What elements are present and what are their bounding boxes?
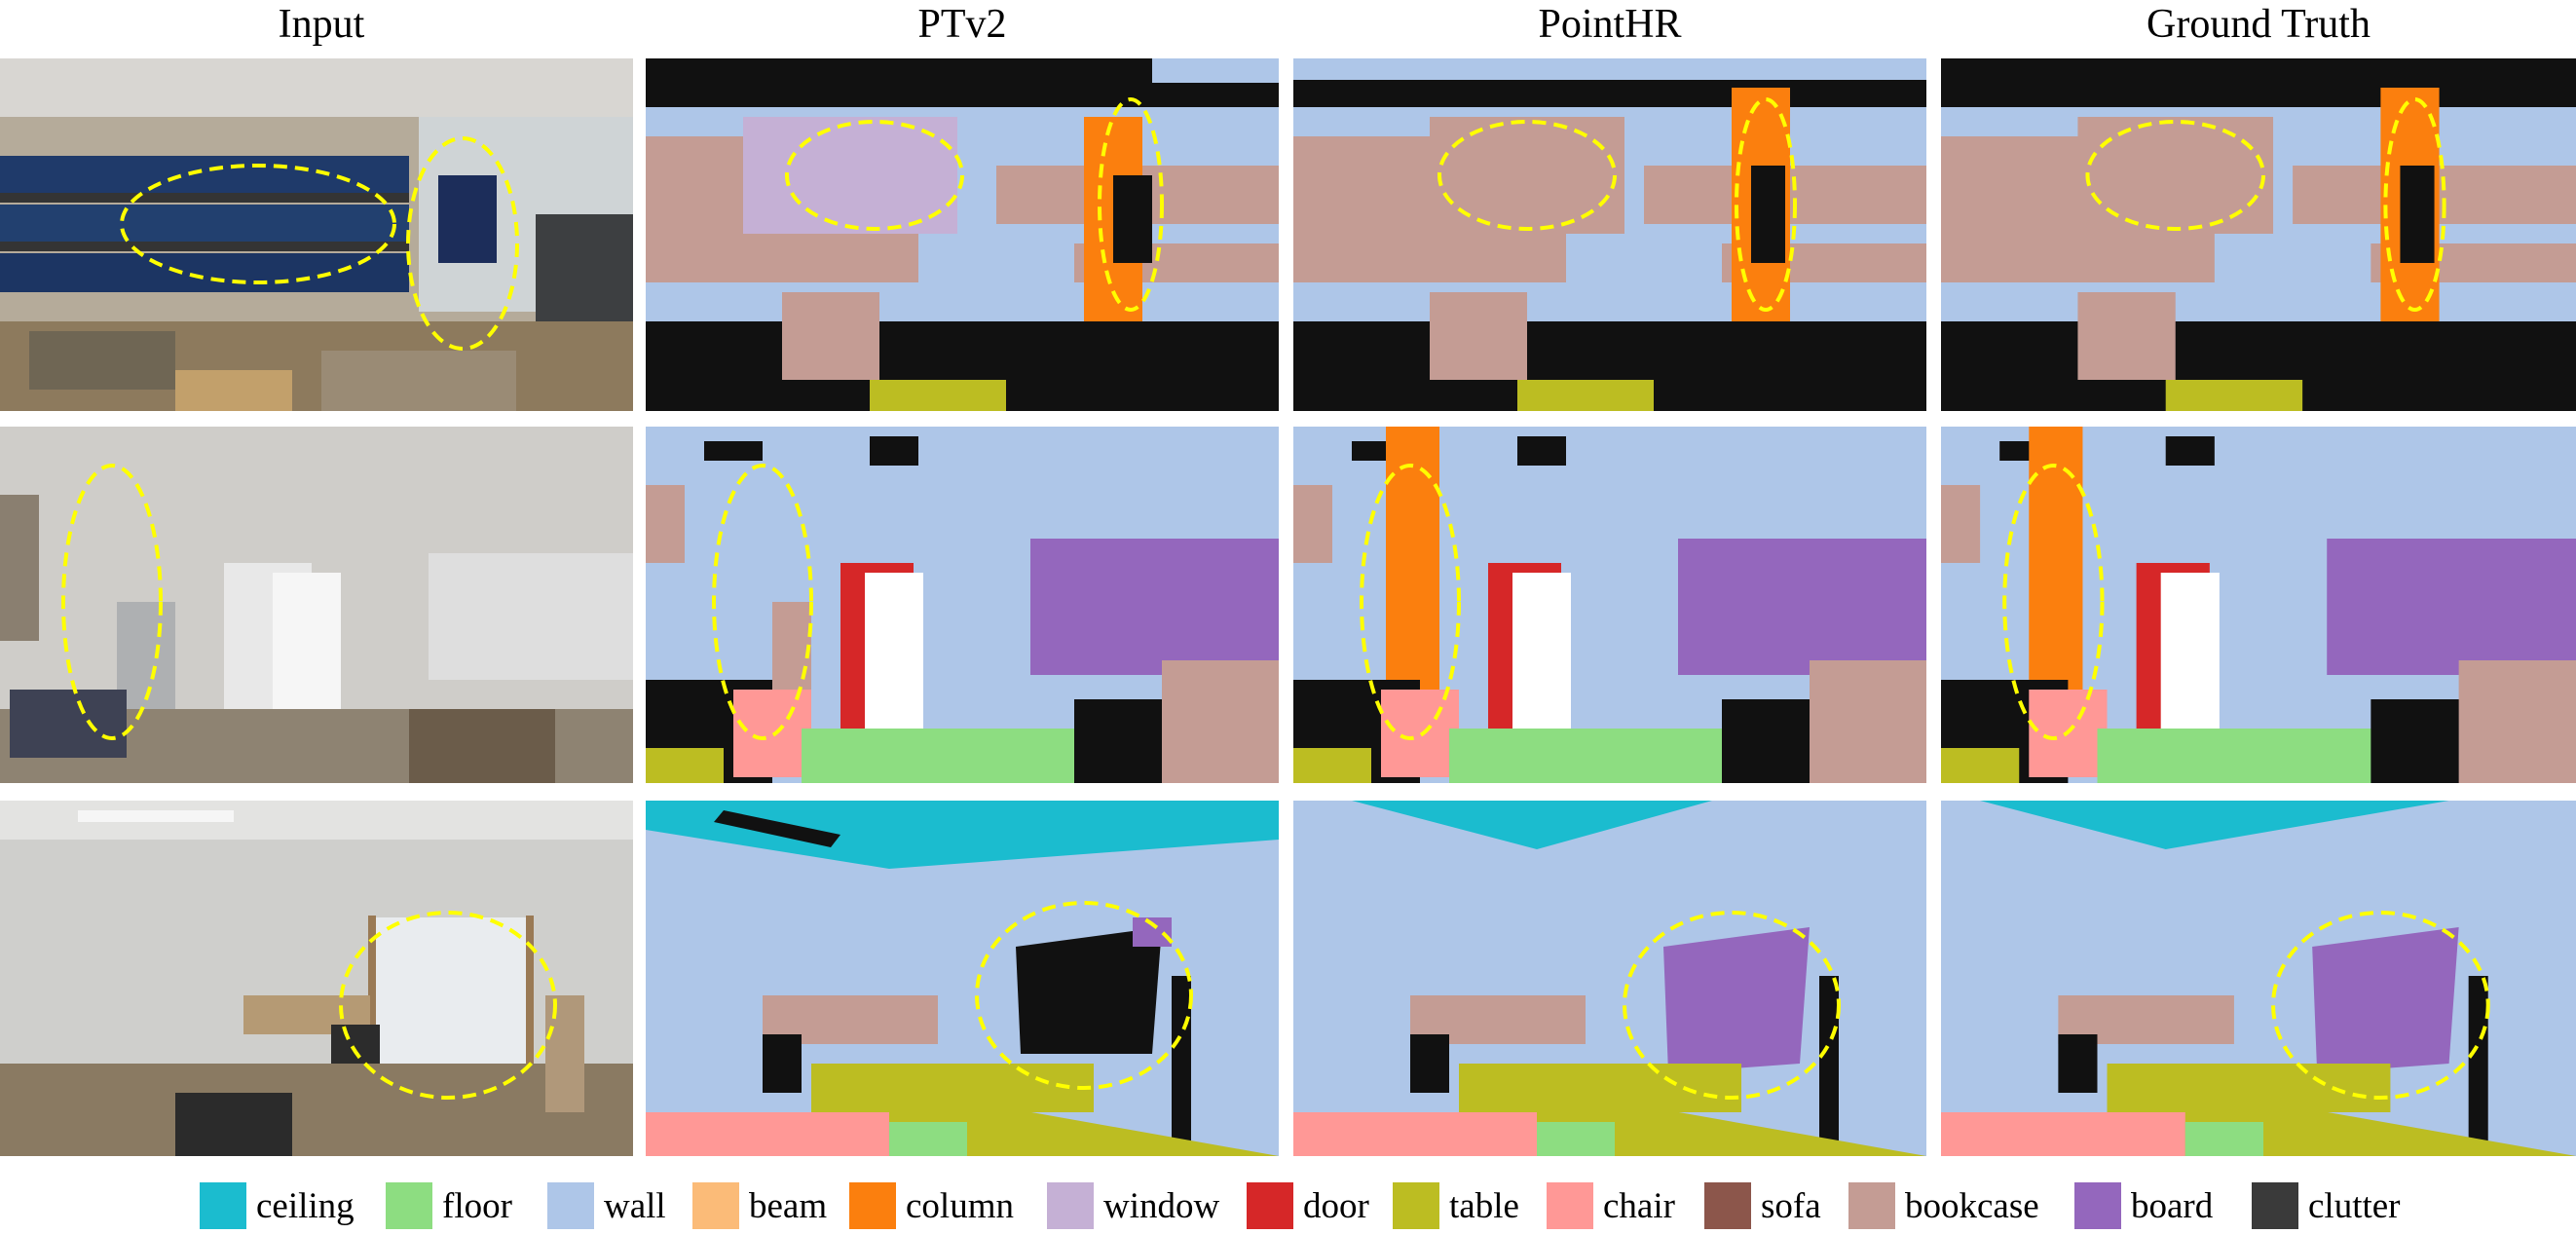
legend-label-floor: floor <box>442 1185 512 1226</box>
legend-label-column: column <box>906 1185 1014 1226</box>
legend-item-sofa: sofa <box>1704 1182 1821 1229</box>
beam-swatch <box>692 1182 739 1229</box>
floor-swatch <box>386 1182 432 1229</box>
input-image-row1 <box>0 58 633 411</box>
pointhr-prediction-row2 <box>1293 427 1926 783</box>
legend-item-beam: beam <box>692 1182 827 1229</box>
legend-item-clutter: clutter <box>2252 1182 2401 1229</box>
legend-item-door: door <box>1247 1182 1369 1229</box>
legend-item-ceiling: ceiling <box>200 1182 355 1229</box>
column-title-ground-truth: Ground Truth <box>2147 2 2371 47</box>
column-title-input: Input <box>278 2 365 47</box>
legend-label-board: board <box>2131 1185 2214 1226</box>
door-swatch <box>1247 1182 1293 1229</box>
legend-label-window: window <box>1103 1185 1220 1226</box>
ceiling-swatch <box>200 1182 246 1229</box>
ptv2-prediction-row2 <box>646 427 1279 783</box>
wall-swatch <box>547 1182 594 1229</box>
legend-label-bookcase: bookcase <box>1905 1185 2039 1226</box>
legend-label-beam: beam <box>749 1185 828 1226</box>
chair-swatch <box>1547 1182 1593 1229</box>
legend-item-chair: chair <box>1547 1182 1675 1229</box>
legend-item-column: column <box>849 1182 1014 1229</box>
pointhr-prediction-row1 <box>1293 58 1926 411</box>
sofa-swatch <box>1704 1182 1751 1229</box>
ptv2-prediction-row3 <box>646 801 1279 1156</box>
legend-item-table: table <box>1393 1182 1519 1229</box>
ptv2-prediction-row1 <box>646 58 1279 411</box>
legend-item-wall: wall <box>547 1182 666 1229</box>
ground-truth-row3 <box>1941 801 2576 1156</box>
legend-item-floor: floor <box>386 1182 512 1229</box>
bookcase-swatch <box>1848 1182 1895 1229</box>
legend-item-board: board <box>2074 1182 2213 1229</box>
board-swatch <box>2074 1182 2121 1229</box>
legend-label-table: table <box>1449 1185 1519 1226</box>
column-title-ptv2: PTv2 <box>917 2 1007 47</box>
legend-label-wall: wall <box>604 1185 666 1226</box>
legend-item-window: window <box>1047 1182 1219 1229</box>
legend-label-ceiling: ceiling <box>256 1185 355 1226</box>
class-legend: ceiling floor wall beam column window do… <box>0 1178 2576 1234</box>
table-swatch <box>1393 1182 1439 1229</box>
ground-truth-row2 <box>1941 427 2576 783</box>
input-image-row2 <box>0 427 633 783</box>
legend-label-clutter: clutter <box>2308 1185 2401 1226</box>
column-swatch <box>849 1182 896 1229</box>
legend-label-chair: chair <box>1603 1185 1675 1226</box>
legend-item-bookcase: bookcase <box>1848 1182 2039 1229</box>
window-swatch <box>1047 1182 1094 1229</box>
ground-truth-row1 <box>1941 58 2576 411</box>
clutter-swatch <box>2252 1182 2298 1229</box>
column-title-pointhr: PointHR <box>1538 2 1682 47</box>
legend-label-sofa: sofa <box>1761 1185 1821 1226</box>
legend-label-door: door <box>1303 1185 1369 1226</box>
pointhr-prediction-row3 <box>1293 801 1926 1156</box>
input-image-row3 <box>0 801 633 1156</box>
